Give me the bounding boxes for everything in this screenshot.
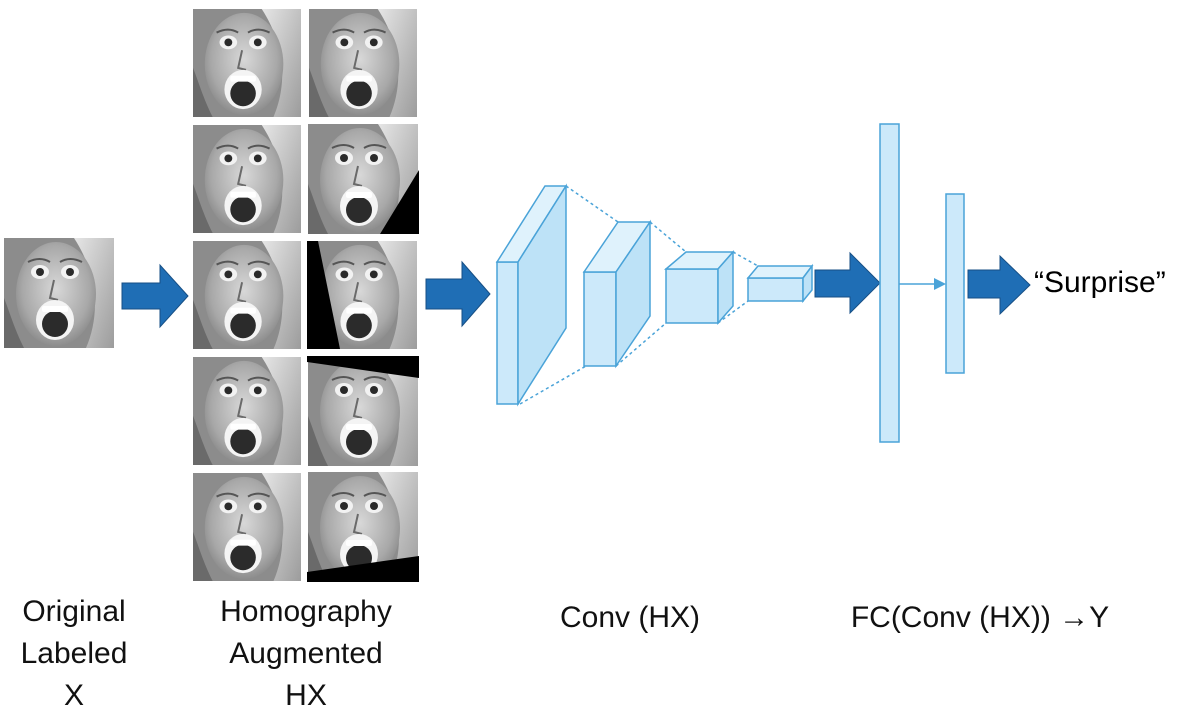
- conv-block-4: [746, 263, 814, 304]
- arrow-conv-to-fc: [814, 251, 881, 315]
- augmented-face-photo: [193, 9, 301, 117]
- conv-layers: [495, 183, 814, 407]
- arrow-augmented-to-conv: [425, 260, 491, 328]
- conv-block-1: [495, 183, 568, 407]
- caption-conv: Conv (HX): [559, 601, 701, 634]
- augmented-face-photo: [193, 472, 301, 582]
- arrow-fc-to-output: [967, 254, 1031, 316]
- output-class-label: “Surprise”: [1034, 266, 1166, 299]
- augmented-photo-grid: [193, 9, 419, 582]
- original-face-photo: [4, 238, 114, 348]
- conv-connectors: [519, 185, 759, 405]
- caption-original-line2: Labeled: [20, 637, 128, 670]
- augmented-face-photo: [307, 9, 419, 117]
- caption-homography-line3: HX: [285, 679, 327, 712]
- caption-original-line1: Original: [22, 595, 126, 628]
- augmented-face-photo: [307, 472, 419, 582]
- augmented-face-photo: [307, 356, 419, 466]
- fc-layer-2: [945, 193, 965, 374]
- augmented-face-photo: [193, 241, 301, 349]
- caption-homography-line1: Homography: [220, 595, 392, 628]
- augmented-face-photo: [307, 241, 419, 349]
- fc-layer-1: [879, 123, 900, 443]
- augmented-face-photo: [307, 124, 419, 234]
- conv-block-3: [663, 250, 735, 325]
- fc-connector-arrowhead: [934, 278, 946, 290]
- caption-homography: Homography Augmented HX: [196, 591, 416, 715]
- augmented-face-photo: [193, 124, 301, 234]
- caption-fc: FC(Conv (HX)) →Y: [850, 601, 1110, 634]
- conv-block-2: [582, 219, 652, 369]
- arrow-original-to-augmented: [121, 263, 189, 329]
- caption-original: Original Labeled X: [4, 591, 144, 715]
- augmented-face-photo: [193, 356, 301, 466]
- caption-original-line3: X: [63, 679, 84, 712]
- fc-layers: [879, 123, 965, 443]
- caption-homography-line2: Augmented: [229, 637, 383, 670]
